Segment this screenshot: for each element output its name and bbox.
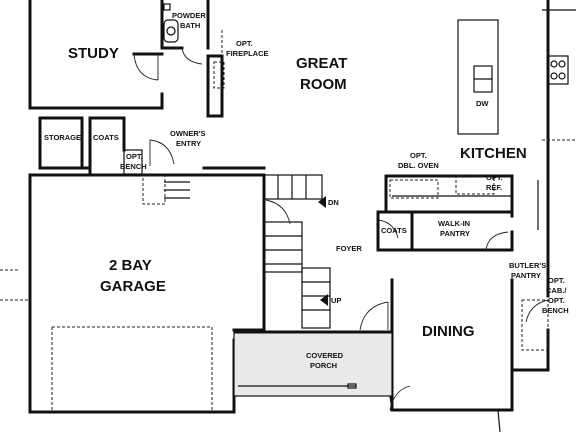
opt-bench-label-line2: BENCH — [120, 162, 147, 171]
stairs-down-label: DN — [328, 198, 339, 207]
kitchen-label: KITCHEN — [460, 145, 527, 162]
opt-cab-label-line2: CAB./ — [546, 286, 567, 295]
coats-right-label: COATS — [381, 226, 407, 235]
opt-bench-label-line1: OPT. — [126, 152, 143, 161]
down-arrow-icon — [318, 196, 326, 208]
powder-bath-label-line1: POWDER — [172, 11, 206, 20]
oven-ref — [377, 175, 512, 251]
butlers-pantry-label-line1: BUTLER'S — [509, 261, 546, 270]
stairs-up-label: UP — [331, 296, 341, 305]
covered-porch-label-line1: COVERED — [306, 351, 344, 360]
opt-ref-label-line2: REF. — [486, 183, 502, 192]
kitchen-island — [457, 9, 576, 230]
owners-entry-label-line1: OWNER'S — [170, 129, 206, 138]
coats-left-label: COATS — [93, 133, 119, 142]
dining-label: DINING — [422, 323, 475, 340]
butlers-pantry — [521, 299, 549, 351]
fireplace — [206, 30, 225, 118]
study-walls — [28, 52, 164, 177]
opt-ref-label-line1: OPT. — [486, 173, 503, 182]
owners-entry-label-line2: ENTRY — [176, 139, 201, 148]
powder-bath-label-line2: BATH — [180, 21, 200, 30]
up-arrow-icon — [320, 294, 328, 306]
great-room-label-line1: GREAT — [296, 55, 347, 72]
covered-porch — [233, 330, 394, 397]
powder-bath — [160, 0, 210, 65]
foyer-entry — [359, 301, 389, 331]
storage-label: STORAGE — [44, 133, 81, 142]
walk-in-pantry-label-line1: WALK-IN — [438, 219, 470, 228]
opt-dbl-oven-label-line1: OPT. — [410, 151, 427, 160]
walk-in-pantry-label-line2: PANTRY — [440, 229, 470, 238]
opt-fireplace-label-line2: FIREPLACE — [226, 49, 269, 58]
garage-door — [0, 269, 213, 412]
butlers-pantry-label-line2: PANTRY — [511, 271, 541, 280]
opt-fireplace-label-line1: OPT. — [236, 39, 253, 48]
stairs — [263, 174, 331, 329]
opt-dbl-oven-label-line2: DBL. OVEN — [398, 161, 439, 170]
opt-bench-right-label-line1: OPT. — [548, 296, 565, 305]
opt-bench-right-label-line2: BENCH — [542, 306, 569, 315]
owners-entry — [142, 139, 190, 205]
study-label: STUDY — [68, 45, 119, 62]
great-room-label-line2: ROOM — [300, 76, 347, 93]
foyer-label: FOYER — [336, 244, 362, 253]
dishwasher-label: DW — [476, 99, 489, 108]
garage-label-line2: GARAGE — [100, 278, 166, 295]
garage-label-line1: 2 BAY — [109, 257, 152, 274]
covered-porch-label-line2: PORCH — [310, 361, 337, 370]
interior-lines — [389, 385, 501, 432]
opt-cab-label-line1: OPT. — [548, 276, 565, 285]
